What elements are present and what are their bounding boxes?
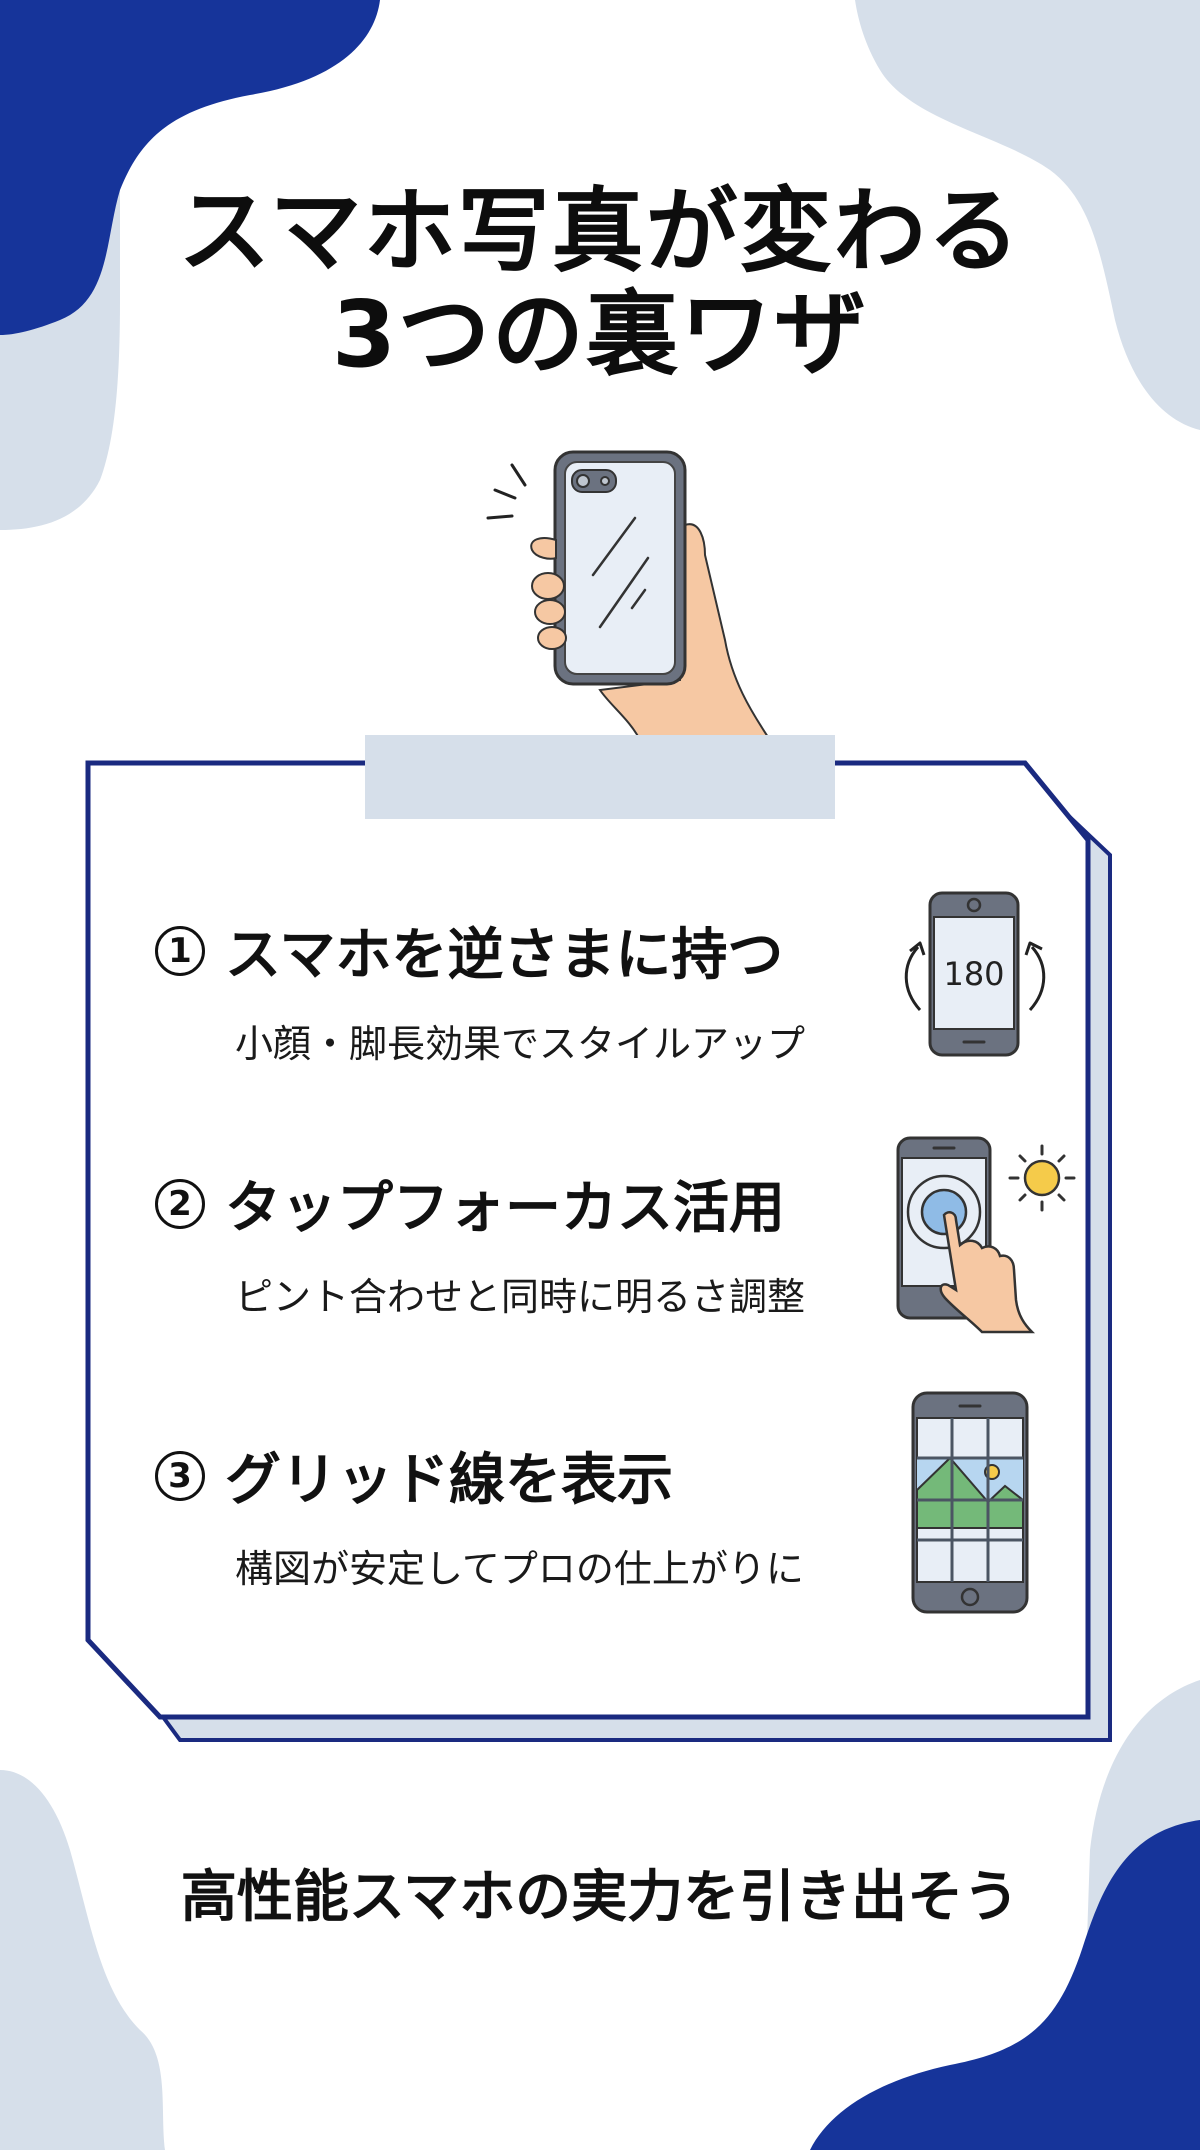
tap-focus-brightness-icon [896, 1136, 1076, 1334]
top-left-navy-blob [0, 0, 380, 335]
title-line-1: スマホ写真が変わる [178, 178, 1022, 285]
tip-number-badge: 2 [155, 1178, 205, 1229]
tip-heading-text: スマホを逆さまに持つ [225, 923, 784, 988]
tip-description: ピント合わせと同時に明るさ調整 [235, 1275, 806, 1319]
rotate-phone-180-icon: 180 [904, 891, 1046, 1057]
tip-item-2: 2 タップフォーカス活用 ピント合わせと同時に明るさ調整 [155, 1163, 805, 1321]
tape-decoration [365, 735, 835, 819]
tip-description: 構図が安定してプロの仕上がりに [235, 1547, 804, 1591]
svg-text:180: 180 [943, 955, 1004, 993]
title-line-2: 3つの裏ワザ [331, 281, 868, 389]
tip-item-1: 1 スマホを逆さまに持つ 小顔・脚長効果でスタイルアップ [155, 910, 805, 1068]
tip-description: 小顔・脚長効果でスタイルアップ [235, 1022, 806, 1066]
grid-lines-landscape-icon [911, 1391, 1029, 1614]
tip-heading: 3 グリッド線を表示 [155, 1435, 804, 1516]
page-title: スマホ写真が変わる 3つの裏ワザ [0, 180, 1200, 386]
tip-heading-text: グリッド線を表示 [225, 1448, 673, 1513]
tip-heading-text: タップフォーカス活用 [225, 1176, 785, 1241]
tip-item-3: 3 グリッド線を表示 構図が安定してプロの仕上がりに [155, 1435, 804, 1593]
bottom-right-navy-blob [810, 1820, 1200, 2150]
footer-tagline: 高性能スマホの実力を引き出そう [180, 1865, 1020, 1930]
hand-holding-phone-icon [486, 450, 772, 740]
tip-heading: 2 タップフォーカス活用 [155, 1163, 805, 1244]
tip-heading: 1 スマホを逆さまに持つ [155, 910, 805, 991]
top-right-light-blob [855, 0, 1200, 430]
bottom-left-light-blob [0, 1770, 165, 2150]
tip-number-badge: 1 [155, 925, 205, 976]
tip-number-badge: 3 [155, 1450, 205, 1501]
